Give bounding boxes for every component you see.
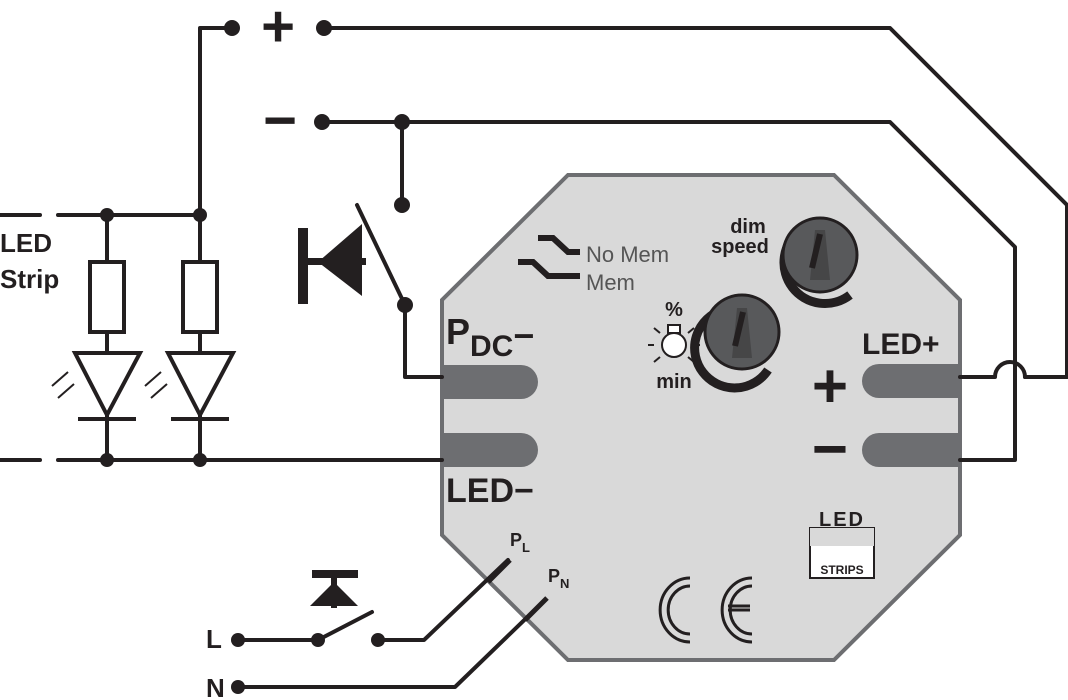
- terminal-pdc: [442, 365, 538, 399]
- minus-top-label: −: [263, 88, 297, 153]
- resistor-1: [88, 260, 126, 334]
- terminals: [442, 364, 960, 467]
- led-plus-label: LED+: [862, 328, 940, 361]
- plus-right-label: +: [812, 352, 848, 421]
- led-diode-2: [144, 351, 237, 421]
- led-diode-1: [51, 351, 144, 421]
- mem-label: Mem: [586, 270, 635, 295]
- push-button-symbol: [298, 224, 366, 304]
- ce-mark: CE: [10, 9, 753, 644]
- percent-label: %: [665, 299, 683, 321]
- push-button-l-symbol: [310, 570, 358, 608]
- logo-top-text: LED: [819, 509, 865, 531]
- min-label: min: [656, 371, 692, 393]
- line-l-label: L: [206, 624, 222, 654]
- dim-label-line2: speed: [711, 236, 769, 258]
- light-bulb-icon: [648, 324, 700, 363]
- ce-text: CE: [10, 9, 12, 11]
- no-mem-label: No Mem: [586, 242, 669, 267]
- min-brightness-knob[interactable]: [690, 293, 781, 393]
- led-strips-logo: LED STRIPS: [809, 509, 875, 579]
- terminal-led-plus: [862, 364, 960, 398]
- pdc-label: PDC−: [446, 311, 534, 363]
- mem-selector-icon: [518, 235, 580, 279]
- terminal-led-minus: [442, 433, 538, 467]
- resistor-2: [181, 260, 219, 334]
- led-strip-label-line1: LED: [0, 228, 52, 258]
- wires: [0, 26, 1068, 689]
- led-strip-label-line2: Strip: [0, 264, 59, 294]
- junction-dots: [100, 20, 413, 694]
- pn-label: PN: [548, 566, 569, 591]
- minus-right-label: −: [812, 415, 848, 484]
- line-n-label: N: [206, 673, 225, 700]
- dim-label-line1: dim: [730, 216, 766, 238]
- dimmer-housing: [440, 173, 962, 662]
- terminal-minus-right: [862, 433, 960, 467]
- plus-top-label: +: [261, 0, 295, 59]
- pl-label: PL: [510, 530, 530, 555]
- logo-bottom-text: STRIPS: [820, 563, 863, 577]
- dim-speed-knob[interactable]: [779, 216, 859, 308]
- led-minus-label: LED−: [446, 472, 534, 510]
